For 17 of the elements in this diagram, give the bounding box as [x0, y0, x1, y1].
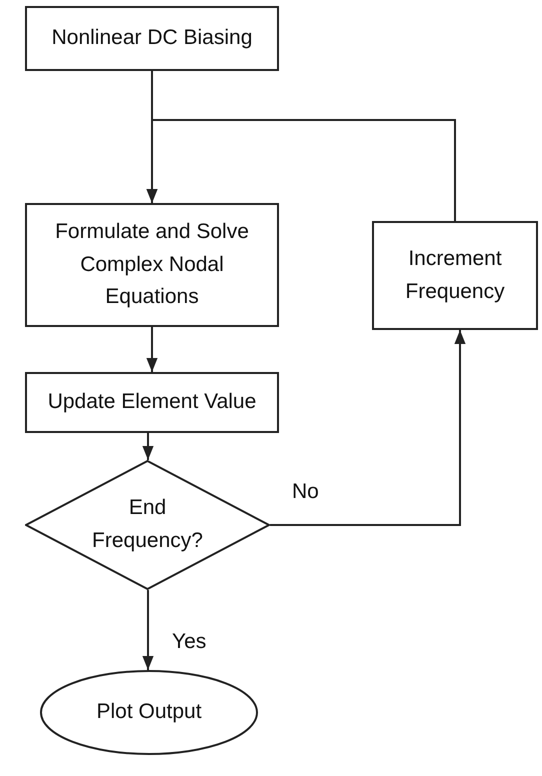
node-label: End Frequency? [91, 495, 204, 554]
terminal-ellipse [40, 670, 258, 755]
arrow [142, 433, 154, 460]
node-label: Plot Output [96, 699, 202, 726]
node-label: Formulate and Solve Complex Nodal Equations [54, 219, 250, 310]
arrow [146, 327, 158, 372]
process-box [25, 203, 279, 327]
process-box [372, 221, 538, 330]
arrow [270, 330, 466, 526]
node-label: Update Element Value [48, 389, 256, 416]
node-label: Nonlinear DC Biasing [52, 25, 252, 52]
process-box [25, 372, 279, 433]
node-label: Increment Frequency [404, 246, 506, 304]
arrow [146, 119, 456, 221]
decision-diamond [25, 460, 270, 590]
arrow [142, 590, 154, 670]
process-box [25, 6, 279, 71]
